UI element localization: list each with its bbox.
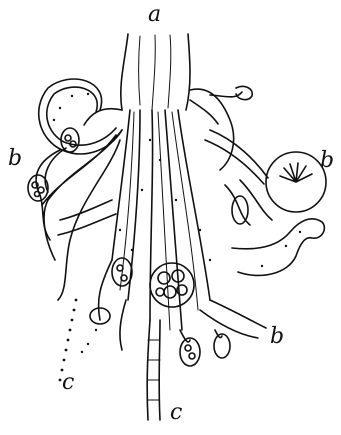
- sporangium-center: [150, 263, 194, 307]
- label-c-left: c: [62, 372, 74, 394]
- label-a: a: [148, 4, 161, 26]
- label-c-bottom: c: [170, 402, 182, 424]
- label-b-right: b: [320, 150, 334, 172]
- label-b-lower: b: [270, 326, 284, 348]
- label-b-left: b: [8, 148, 22, 170]
- hypha-bottom: [147, 320, 160, 420]
